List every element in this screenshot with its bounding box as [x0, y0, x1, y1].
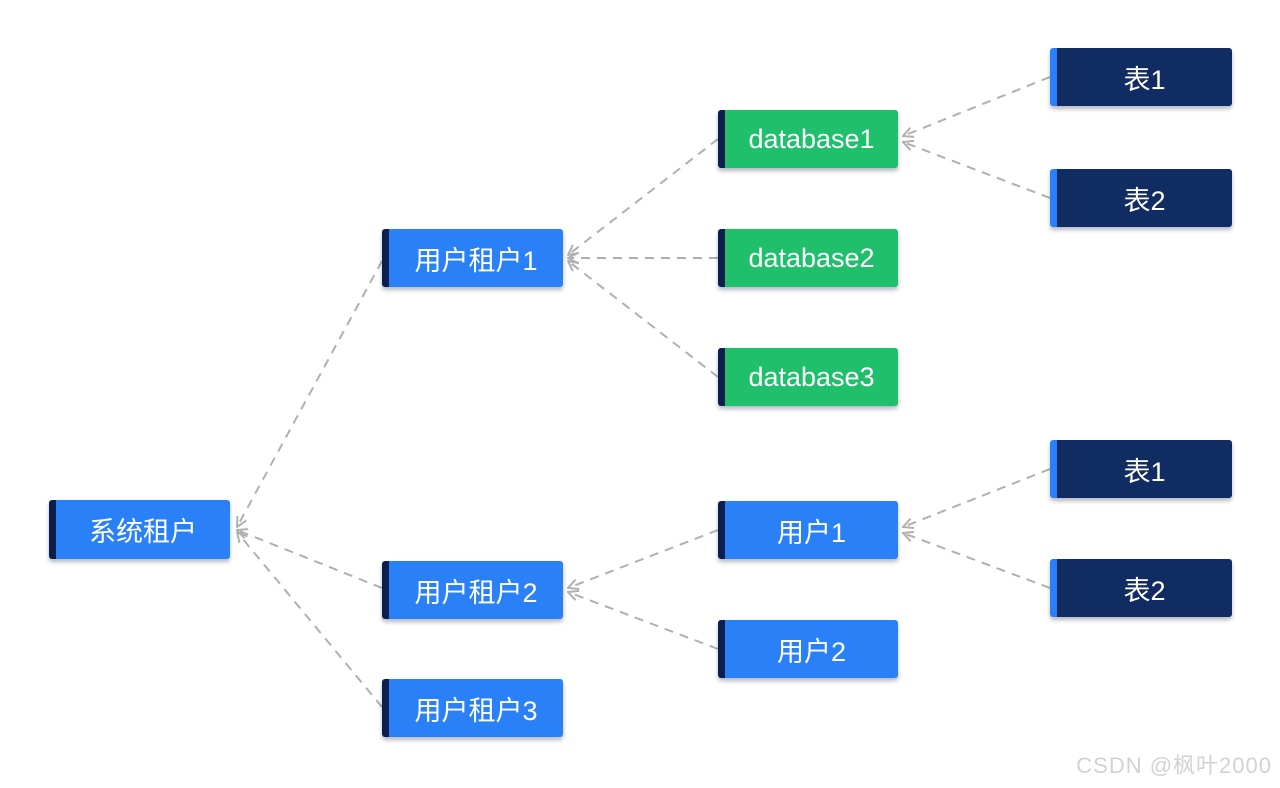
node-label: 表1: [1123, 64, 1166, 95]
node-database1: database1: [718, 110, 898, 168]
node-label: database1: [748, 123, 875, 154]
edge-group: [237, 76, 1051, 708]
node-label: 用户租户1: [414, 245, 538, 276]
node-system-tenant: 系统租户: [49, 500, 230, 559]
edge-table1top-database1: [903, 76, 1051, 136]
node-label: 用户2: [776, 636, 847, 667]
edge-table1bottom-user1: [903, 468, 1051, 527]
node-user2: 用户2: [718, 620, 898, 678]
edge-table2top-database1: [903, 142, 1051, 199]
node-label: 表2: [1123, 575, 1166, 606]
node-label: 用户1: [776, 517, 847, 548]
node-database2: database2: [718, 229, 898, 287]
node-table1-bottom: 表1: [1050, 440, 1232, 498]
node-label: 用户租户2: [414, 577, 538, 608]
node-label: 表1: [1123, 456, 1166, 487]
node-database3: database3: [718, 348, 898, 406]
node-label: 系统租户: [89, 517, 197, 547]
edge-user1-usertenant2: [568, 529, 719, 588]
node-user-tenant-1: 用户租户1: [382, 229, 563, 287]
csdn-watermark: CSDN @枫叶2000: [1076, 753, 1272, 778]
node-table2-top: 表2: [1050, 169, 1232, 227]
edge-usertenant2-systemtenant: [237, 530, 383, 589]
edge-usertenant1-systemtenant: [237, 260, 383, 527]
node-table1-top: 表1: [1050, 48, 1232, 106]
node-user1: 用户1: [718, 501, 898, 559]
edge-user2-usertenant2: [568, 592, 719, 650]
edge-usertenant3-systemtenant: [237, 532, 383, 708]
edge-database1-usertenant1: [568, 138, 719, 255]
node-table2-bottom: 表2: [1050, 559, 1232, 617]
edge-table2bottom-user1: [903, 533, 1051, 589]
node-user-tenant-2: 用户租户2: [382, 561, 563, 619]
node-label: database3: [748, 361, 875, 392]
node-user-tenant-3: 用户租户3: [382, 679, 563, 737]
node-label: 用户租户3: [414, 695, 538, 726]
node-label: database2: [748, 242, 875, 273]
edge-database3-usertenant1: [568, 261, 719, 378]
node-label: 表2: [1123, 185, 1166, 216]
